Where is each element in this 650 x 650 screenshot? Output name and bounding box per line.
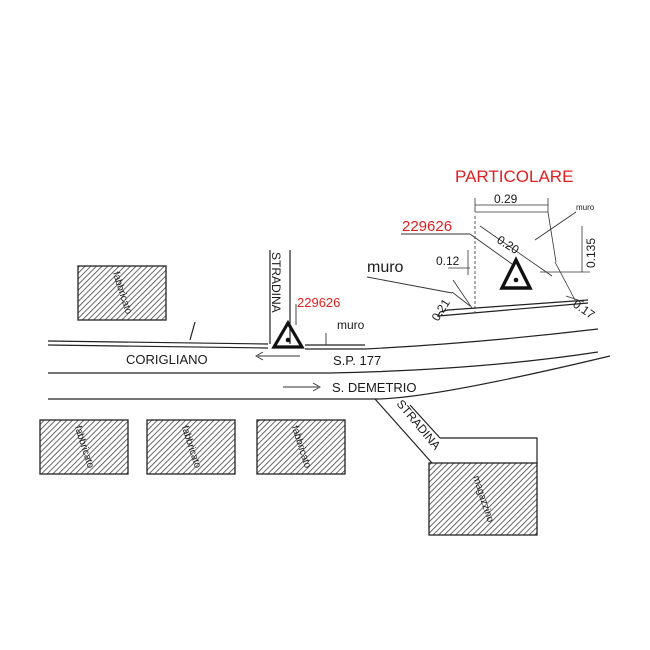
- label-corigliano: CORIGLIANO: [126, 352, 208, 367]
- dim-0135: 0.135: [584, 238, 598, 268]
- magazzino-outline: [440, 437, 538, 463]
- muro-tiny-leader: [534, 211, 577, 241]
- benchmark-id-main: 229626: [297, 295, 340, 310]
- building-fabbricato-2: fabbricato: [39, 419, 129, 475]
- road-edge-north: [364, 328, 599, 350]
- dim-line-017: [565, 295, 585, 303]
- arrow-westbound: [255, 351, 300, 361]
- label-muro-tiny: muro: [576, 203, 595, 212]
- wall-corner: [189, 321, 196, 341]
- building-magazzino: magazzino: [428, 462, 538, 536]
- building-fabbricato-4: fabbricato: [256, 419, 346, 475]
- label-muro-detail: muro: [367, 259, 404, 276]
- benchmark-id-detail: 229626: [402, 218, 452, 235]
- dim-029: 0.29: [494, 192, 518, 206]
- dim-012: 0.12: [436, 254, 460, 268]
- dim-line-021: [451, 291, 471, 307]
- road-edge-middle: [48, 351, 599, 374]
- arrow-eastbound: [283, 382, 321, 392]
- label-stradina-bottom: STRADINA: [394, 397, 444, 452]
- muro-detail-leader: [366, 276, 453, 294]
- label-stradina-top: STRADINA: [269, 252, 283, 313]
- detail-outline: [436, 198, 589, 317]
- label-muro-small: muro: [337, 318, 365, 332]
- label-s-demetrio: S. DEMETRIO: [332, 380, 417, 395]
- label-sp-177: S.P. 177: [333, 353, 381, 368]
- detail-title: PARTICOLARE: [455, 167, 573, 186]
- wall-strip: [47, 340, 365, 350]
- building-fabbricato-3: fabbricato: [146, 419, 236, 475]
- detail-id-leader: [469, 233, 513, 265]
- dim-020: 0.20: [494, 233, 522, 257]
- triangle-benchmark-detail-icon: [499, 256, 533, 290]
- road-edge-south: [48, 355, 611, 400]
- dim-line-020: [479, 225, 553, 277]
- building-fabbricato-1: fabbricato: [77, 265, 167, 321]
- triangle-benchmark-icon: [271, 319, 305, 349]
- stradina-bottom-lane: [374, 398, 441, 464]
